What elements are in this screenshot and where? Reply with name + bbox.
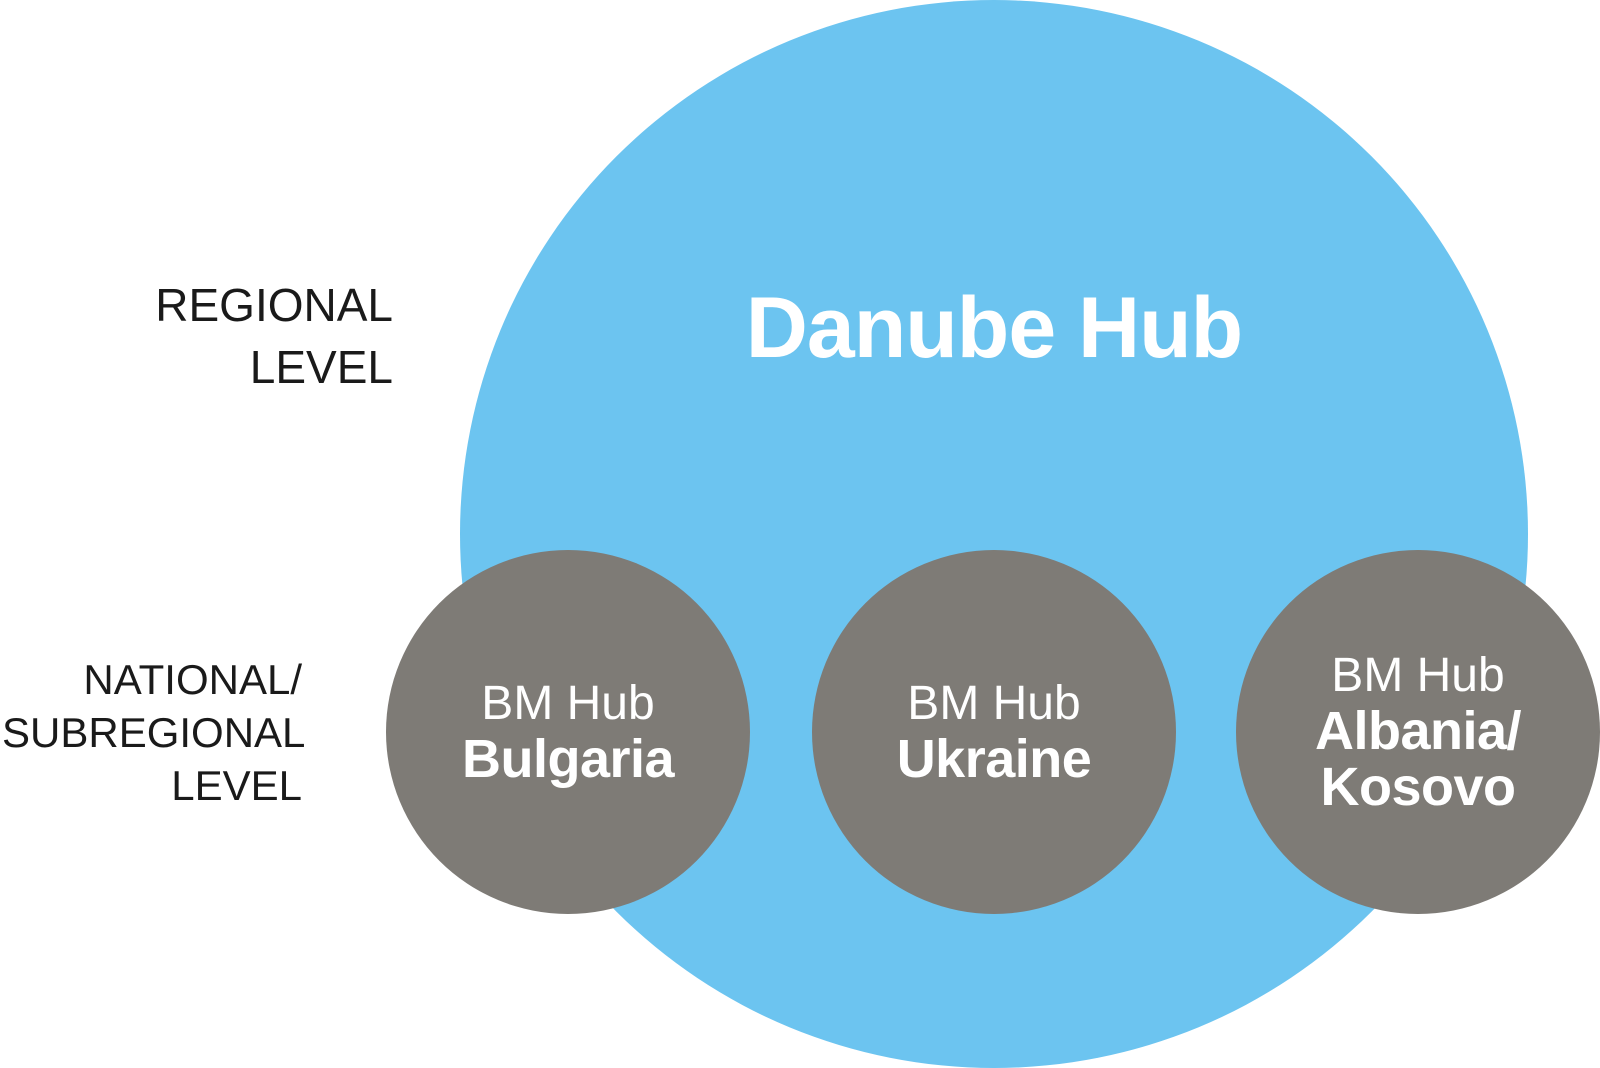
bm-hub-name-line1: Ukraine [896,729,1092,789]
bm-hub-name: Bulgaria [461,729,675,789]
bm-hub-prefix: BM Hub [1331,649,1505,702]
regional-level-label-line1: REGIONAL [155,279,393,331]
danube-hub-title: Danube Hub [745,280,1243,376]
bm-hub-bulgaria-circle: BM Hub Bulgaria [386,550,750,914]
bm-hub-name: Ukraine [897,731,1092,787]
bm-hub-name-line2: Kosovo [1320,757,1516,817]
bm-hub-name: Albania/ Kosovo [1314,701,1522,817]
bm-hub-prefix: BM Hub [907,677,1081,730]
bm-hub-prefix: BM Hub [481,677,655,730]
regional-level-label-line2: LEVEL [249,341,393,393]
bm-hub-name-line1: Albania/ [1314,701,1522,761]
national-level-label-line3: LEVEL [171,762,302,809]
regional-level-label: REGIONAL LEVEL [13,274,393,398]
bm-hub-name-line1: Bulgaria [461,729,675,789]
national-level-label-line1: NATIONAL/ [83,656,302,703]
bm-hub-ukraine-circle: BM Hub Ukraine [812,550,1176,914]
national-level-label: NATIONAL/ SUBREGIONAL LEVEL [2,653,306,812]
national-level-label-line2: SUBREGIONAL [2,709,306,756]
bm-hub-albania-kosovo-circle: BM Hub Albania/ Kosovo [1236,550,1600,914]
